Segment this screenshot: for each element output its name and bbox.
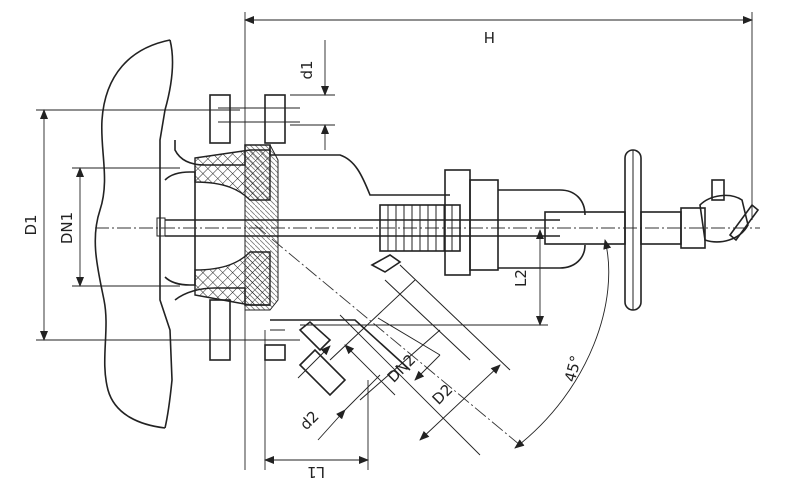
label-DN2: DN2 <box>384 351 420 387</box>
valve-body <box>156 144 279 311</box>
handwheel[interactable] <box>624 149 682 311</box>
label-D2: D2 <box>429 381 457 409</box>
dimension-d1: d1 <box>290 40 335 150</box>
dimension-H: H <box>244 12 753 470</box>
angled-outlet <box>270 319 411 397</box>
dimension-D1: D1 <box>22 109 300 341</box>
dimension-L1: L1 <box>264 330 369 481</box>
label-d1: d1 <box>298 60 316 79</box>
dimension-DN1: DN1 <box>58 167 180 287</box>
label-D1: D1 <box>22 214 40 235</box>
label-angle: 45° <box>561 354 585 384</box>
label-L1: L1 <box>307 463 325 481</box>
dimension-DN2: DN2 <box>344 317 441 396</box>
label-DN1: DN1 <box>58 212 76 244</box>
outlet-centerline <box>254 224 521 446</box>
label-d2: d2 <box>296 407 322 433</box>
position-indicator <box>680 179 760 249</box>
dimension-D2: D2 <box>339 314 501 456</box>
gland-packing <box>370 169 586 276</box>
label-L2: L2 <box>512 269 530 287</box>
label-H: H <box>484 28 495 46</box>
vessel-wall <box>94 39 174 429</box>
dimension-L2: L2 <box>300 229 548 326</box>
